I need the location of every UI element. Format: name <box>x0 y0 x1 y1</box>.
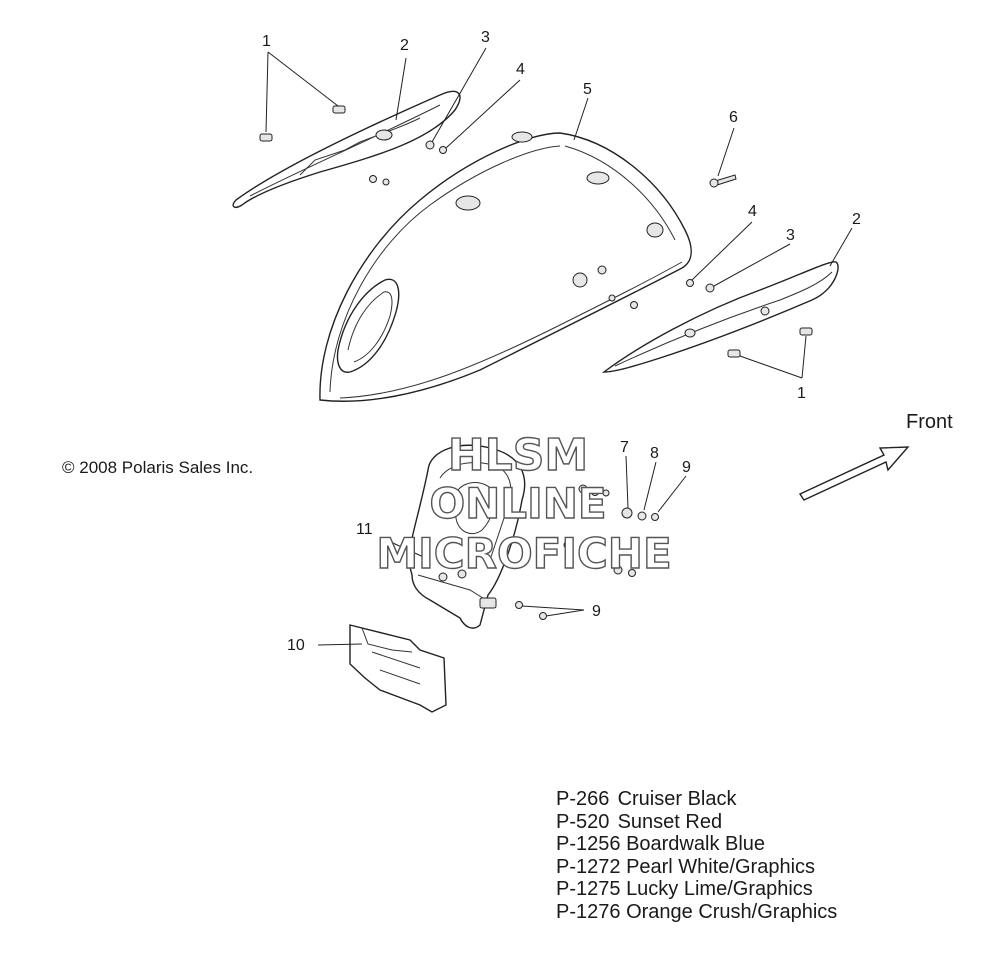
callout-label[interactable]: 3 <box>786 227 795 244</box>
right-side-trim[interactable] <box>601 261 839 373</box>
paint-code: P-1256 <box>556 833 621 855</box>
callout-label[interactable]: 11 <box>356 521 373 538</box>
paint-name: Pearl White/Graphics <box>626 855 816 878</box>
callout-label[interactable]: 9 <box>682 459 691 476</box>
watermark-line-1: HLSM <box>448 430 588 481</box>
license-bracket[interactable] <box>407 444 526 629</box>
watermark: HLSM ONLINE MICROFICHE <box>376 429 673 578</box>
paint-code-item: P-1272 Pearl White/Graphics <box>556 856 837 879</box>
paint-code-item: P-1276 Orange Crush/Graphics <box>556 901 837 924</box>
callout-label[interactable]: 1 <box>262 33 271 50</box>
paint-name: Cruiser Black <box>617 788 737 810</box>
left-side-trim[interactable] <box>232 90 461 208</box>
watermark-line-2: ONLINE <box>429 479 606 528</box>
front-label: Front <box>906 411 953 433</box>
callout-label[interactable]: 2 <box>400 37 409 54</box>
watermark-line-3: MICROFICHE <box>376 529 671 578</box>
paint-name: Boardwalk Blue <box>626 833 766 855</box>
paint-code-list: P-266 Cruiser Black P-520 Sunset Red P-1… <box>556 788 837 923</box>
paint-code-item: P-520 Sunset Red <box>556 811 837 834</box>
callout-label[interactable]: 4 <box>516 61 525 78</box>
front-direction-arrow: Front <box>798 411 953 501</box>
callout-numbers: 1 2 3 4 5 6 4 3 2 1 7 8 9 11 9 10 <box>262 29 861 654</box>
paint-code: P-1272 <box>556 855 621 878</box>
callout-label[interactable]: 7 <box>620 439 629 456</box>
callout-label[interactable]: 6 <box>729 109 738 126</box>
rear-fender[interactable] <box>319 131 692 402</box>
bracket-hardware <box>515 484 659 620</box>
paint-name: Orange Crush/Graphics <box>626 900 838 923</box>
paint-code: P-1275 <box>556 878 621 900</box>
paint-code: P-1276 <box>556 900 621 923</box>
paint-code-item: P-266 Cruiser Black <box>556 788 837 811</box>
callout-label[interactable]: 8 <box>650 445 659 462</box>
paint-name: Lucky Lime/Graphics <box>626 878 813 900</box>
callout-label[interactable]: 4 <box>748 203 757 220</box>
paint-name: Sunset Red <box>617 810 723 833</box>
callout-label[interactable]: 5 <box>583 81 592 98</box>
callout-label[interactable]: 3 <box>481 29 490 46</box>
hardware-left <box>259 105 447 186</box>
license-light-housing[interactable] <box>349 624 447 713</box>
paint-code: P-266 <box>556 788 610 810</box>
callout-label[interactable]: 2 <box>852 211 861 228</box>
paint-code: P-520 <box>556 810 610 833</box>
leader-lines <box>265 47 853 646</box>
callout-label[interactable]: 1 <box>797 385 806 402</box>
paint-code-item: P-1275 Lucky Lime/Graphics <box>556 878 837 901</box>
copyright-text: © 2008 Polaris Sales Inc. <box>62 458 253 477</box>
paint-code-item: P-1256 Boardwalk Blue <box>556 833 837 856</box>
callout-label[interactable]: 9 <box>592 603 601 620</box>
callout-label[interactable]: 10 <box>287 637 305 654</box>
hardware-right <box>608 174 813 358</box>
